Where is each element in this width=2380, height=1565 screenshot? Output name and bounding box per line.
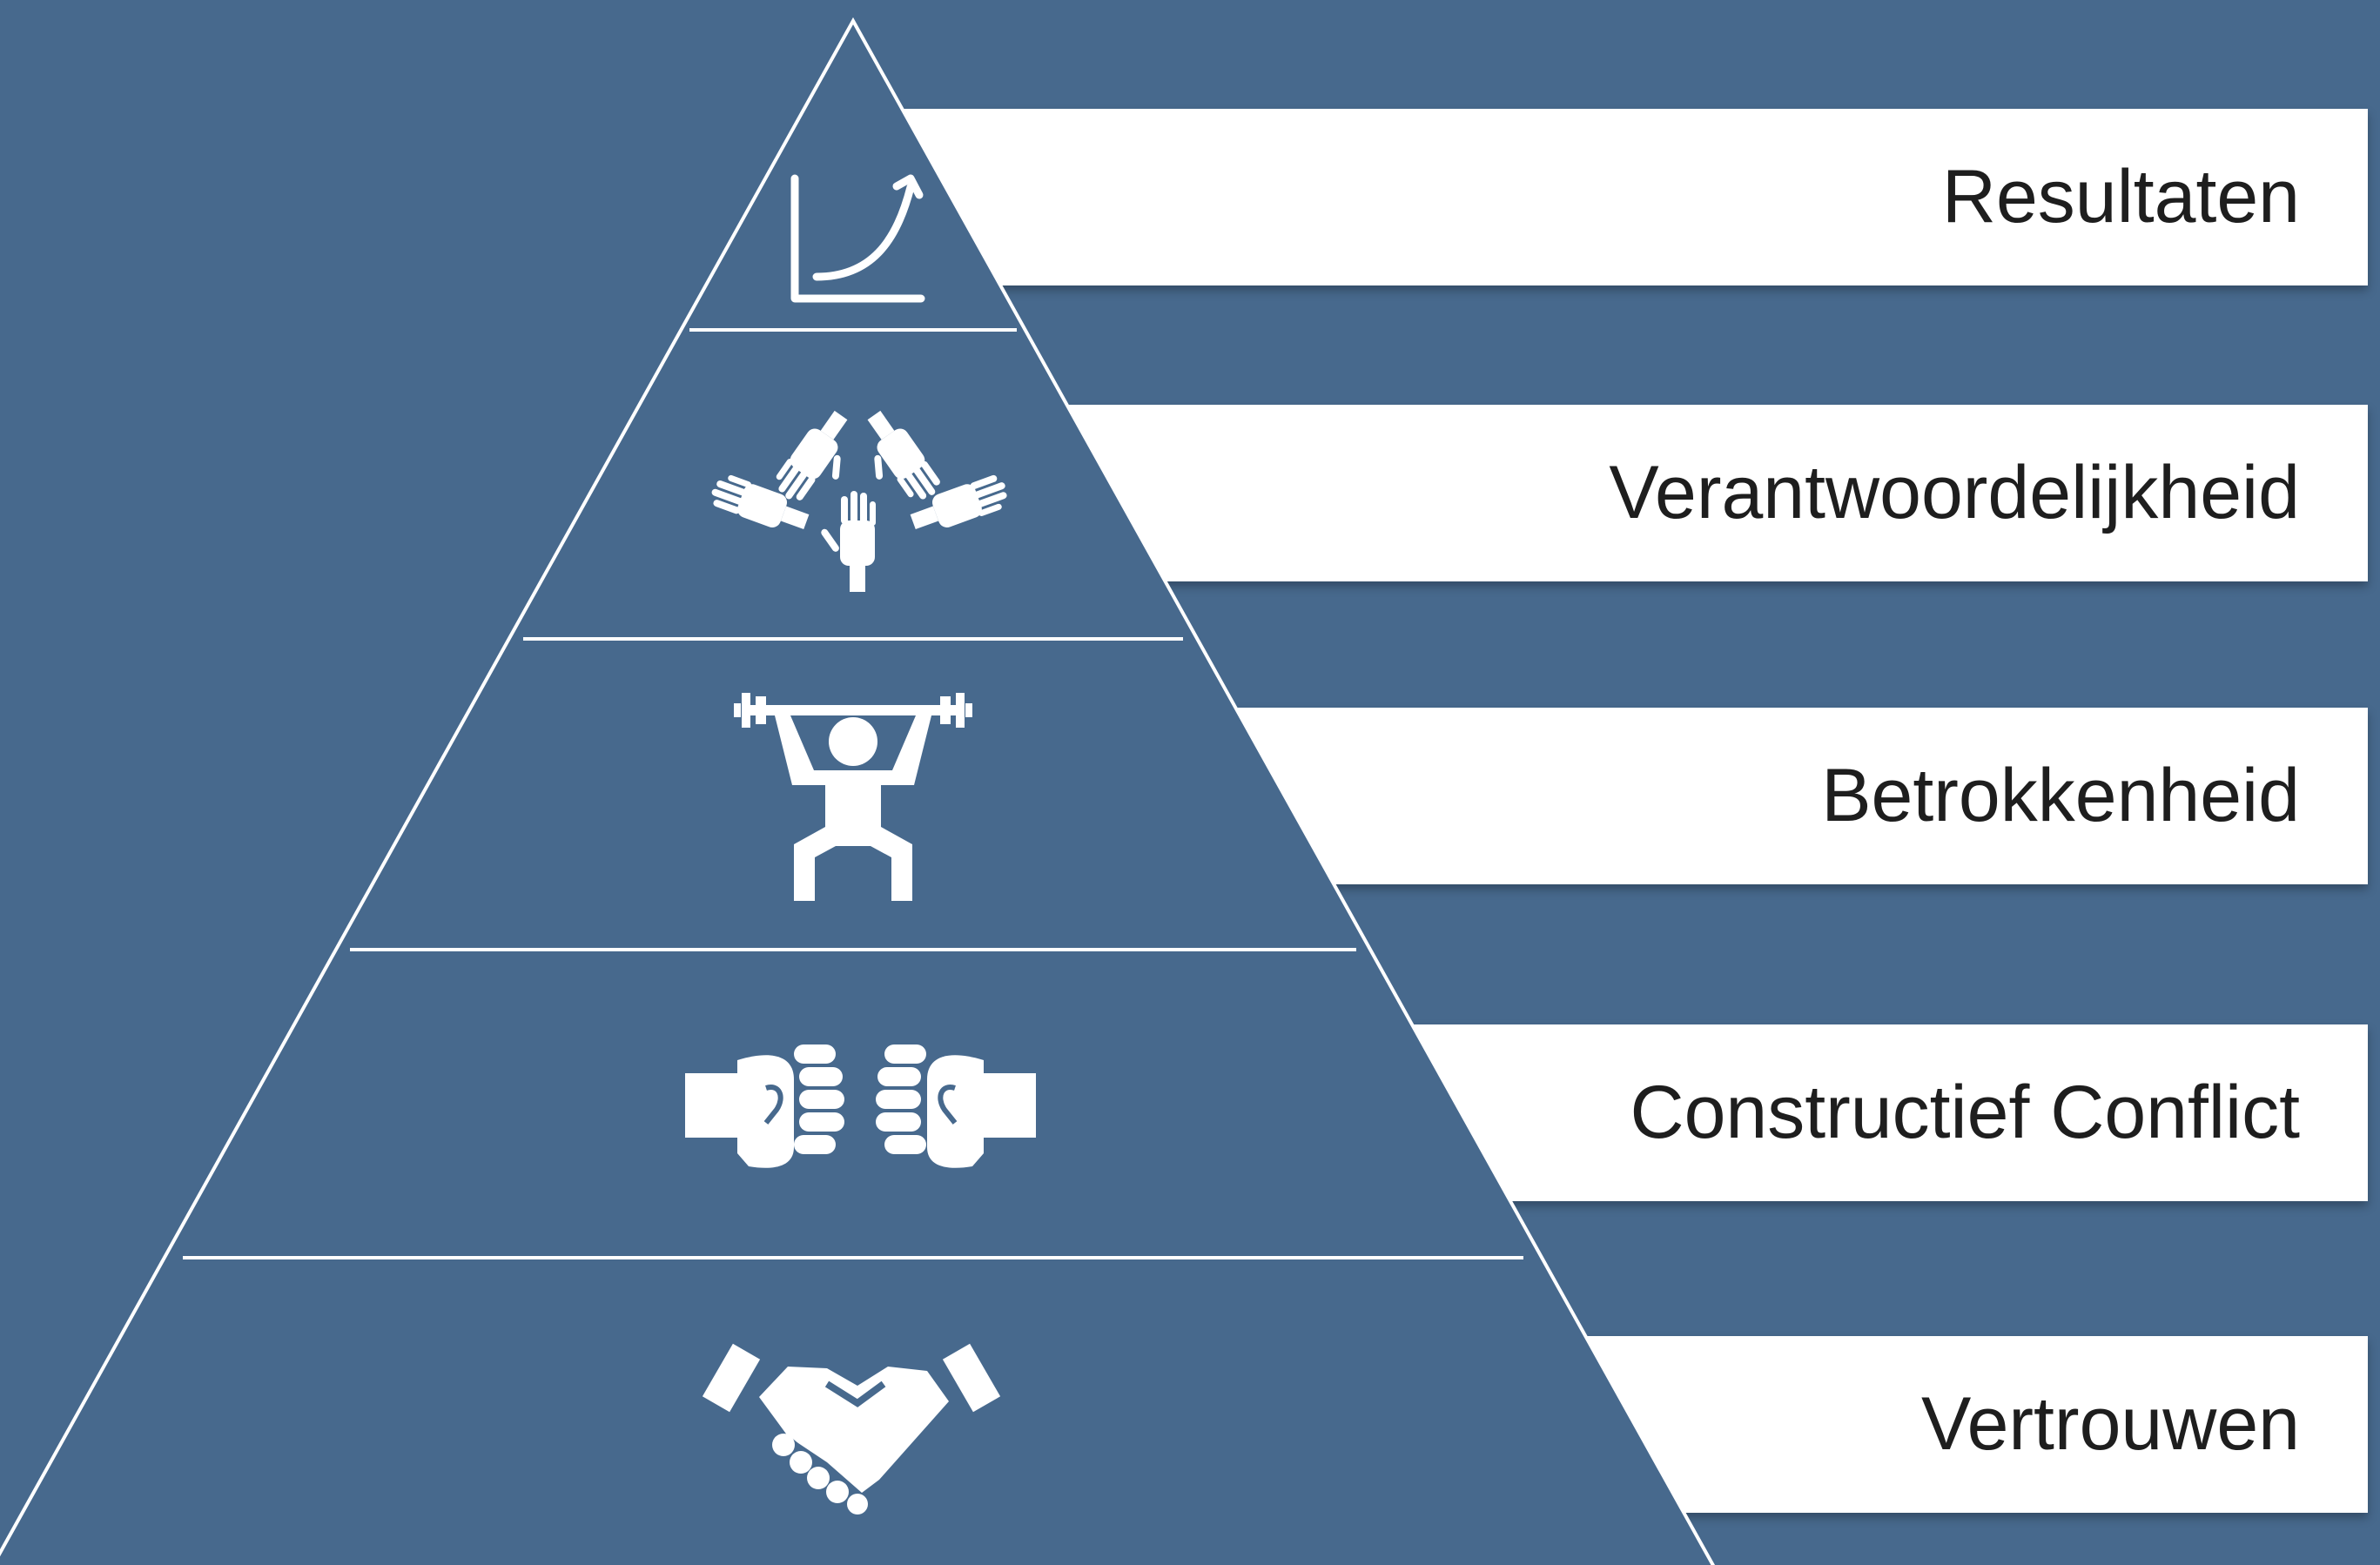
growth-chart-icon bbox=[790, 174, 925, 303]
joined-hands-icon bbox=[711, 410, 1007, 592]
level-label-betrokkenheid: Betrokkenheid bbox=[1821, 754, 2300, 837]
level-band-resultaten: Resultaten bbox=[871, 109, 2368, 285]
weightlifter-icon bbox=[734, 693, 972, 901]
level-band-betrokkenheid: Betrokkenheid bbox=[1184, 708, 2368, 884]
level-band-constructief-conflict: Constructief Conflict bbox=[1358, 1024, 2368, 1201]
level-label-vertrouwen: Vertrouwen bbox=[1920, 1382, 2300, 1466]
handshake-icon bbox=[702, 1343, 1001, 1515]
level-label-constructief-conflict: Constructief Conflict bbox=[1630, 1071, 2300, 1154]
level-band-vertrouwen: Vertrouwen bbox=[1532, 1336, 2368, 1513]
level-band-verantwoordelijkheid: Verantwoordelijkheid bbox=[1010, 405, 2368, 581]
level-label-verantwoordelijkheid: Verantwoordelijkheid bbox=[1609, 451, 2300, 534]
level-label-resultaten: Resultaten bbox=[1941, 155, 2300, 238]
fist-bump-icon bbox=[685, 1044, 1036, 1168]
